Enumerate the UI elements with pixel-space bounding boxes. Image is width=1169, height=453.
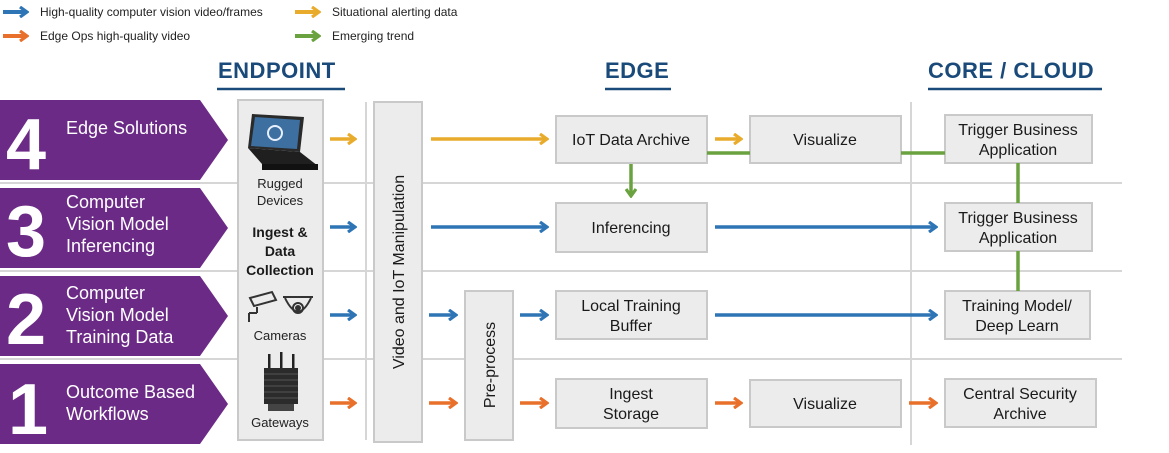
row-label: Vision Model: [66, 214, 169, 234]
row-label: Computer: [66, 283, 145, 303]
grid-lines: [0, 102, 1122, 445]
ingest-label: Data: [265, 243, 296, 259]
box-label: Visualize: [793, 132, 857, 149]
endpoint-arrows: [330, 139, 355, 403]
row-1: 1 Outcome Based Workflows: [0, 364, 228, 450]
box-label: Central Security: [963, 386, 1077, 403]
row-number: 2: [6, 280, 46, 360]
box-label: Storage: [603, 406, 659, 423]
heading-endpoint: ENDPOINT: [218, 58, 336, 83]
cameras-label: Cameras: [254, 328, 307, 343]
row-label: Vision Model: [66, 305, 169, 325]
dome-camera-icon: [283, 296, 313, 314]
row-4: 4 Edge Solutions: [0, 100, 228, 185]
row-label: Inferencing: [66, 236, 155, 256]
rugged-devices-label: Rugged: [257, 176, 303, 191]
legend-item-orange: Edge Ops high-quality video: [3, 29, 190, 43]
row-chevron: [0, 364, 228, 444]
row-number: 3: [6, 192, 46, 272]
core-box-trigger-business-2: Trigger Business Application: [944, 202, 1093, 252]
bullet-camera-icon: [248, 290, 278, 322]
manipulation-label: Video and IoT Manipulation: [391, 175, 408, 369]
legend-label: Edge Ops high-quality video: [40, 29, 190, 43]
rugged-laptop-icon: [248, 114, 318, 170]
preprocess-box: [464, 290, 514, 441]
ingest-label: Ingest &: [252, 224, 307, 240]
video-iot-manipulation: Video and IoT Manipulation: [373, 101, 423, 443]
edge-box-ingest-storage: Ingest Storage: [555, 378, 708, 429]
box-label: Buffer: [610, 318, 653, 335]
box-label: Deep Learn: [975, 318, 1059, 335]
legend-label: Emerging trend: [332, 29, 414, 43]
row-3: 3 Computer Vision Model Inferencing: [0, 188, 228, 272]
box-label: Trigger Business: [958, 122, 1077, 139]
box-label: Inferencing: [591, 220, 670, 237]
pre-process: Pre-process: [464, 290, 514, 441]
flow-connectors: [429, 139, 1020, 403]
edge-box-iot-data-archive: IoT Data Archive: [555, 115, 708, 164]
row-label: Computer: [66, 192, 145, 212]
legend-item-yellow: Situational alerting data: [295, 5, 458, 19]
box-label: IoT Data Archive: [572, 132, 690, 149]
box-label: Local Training: [581, 298, 681, 315]
ingest-label: Collection: [246, 262, 314, 278]
edge-box-visualize-top: Visualize: [749, 115, 902, 164]
box-label: Archive: [993, 406, 1046, 423]
heading-core-cloud: CORE / CLOUD: [928, 58, 1094, 83]
row-number: 4: [6, 105, 46, 185]
core-box-central-security-archive: Central Security Archive: [944, 378, 1097, 428]
edge-box-inferencing: Inferencing: [555, 202, 708, 253]
gateways-label: Gateways: [251, 415, 309, 430]
rugged-devices-label: Devices: [257, 193, 304, 208]
legend-label: Situational alerting data: [332, 5, 458, 19]
box-label: Application: [979, 230, 1057, 247]
row-chevron: [0, 100, 228, 180]
row-label: Workflows: [66, 404, 149, 424]
row-label: Edge Solutions: [66, 118, 187, 138]
gateway-icon: [264, 352, 298, 411]
legend-label: High-quality computer vision video/frame…: [40, 5, 263, 19]
box-label: Application: [979, 142, 1057, 159]
edge-box-visualize-bottom: Visualize: [749, 379, 902, 428]
legend: High-quality computer vision video/frame…: [3, 5, 458, 43]
manipulation-box: [373, 101, 423, 443]
row-chevron: [0, 276, 228, 356]
column-headings: ENDPOINT EDGE CORE / CLOUD: [217, 58, 1102, 91]
endpoint-panel: Rugged Devices Ingest & Data Collection …: [237, 99, 324, 441]
row-number: 1: [8, 370, 48, 450]
row-chevron: [0, 188, 228, 268]
box-label: Training Model/: [962, 298, 1072, 315]
box-label: Visualize: [793, 396, 857, 413]
row-label: Outcome Based: [66, 382, 195, 402]
legend-item-green: Emerging trend: [295, 29, 414, 43]
heading-edge: EDGE: [605, 58, 669, 83]
box-label: Ingest: [609, 386, 653, 403]
edge-box-local-training-buffer: Local Training Buffer: [555, 290, 708, 340]
preprocess-label: Pre-process: [482, 322, 499, 408]
legend-item-blue: High-quality computer vision video/frame…: [3, 5, 263, 19]
row-2: 2 Computer Vision Model Training Data: [0, 276, 228, 360]
box-label: Trigger Business: [958, 210, 1077, 227]
core-box-trigger-business-1: Trigger Business Application: [944, 114, 1093, 164]
row-label: Training Data: [66, 327, 174, 347]
core-box-training-model: Training Model/ Deep Learn: [944, 290, 1091, 340]
